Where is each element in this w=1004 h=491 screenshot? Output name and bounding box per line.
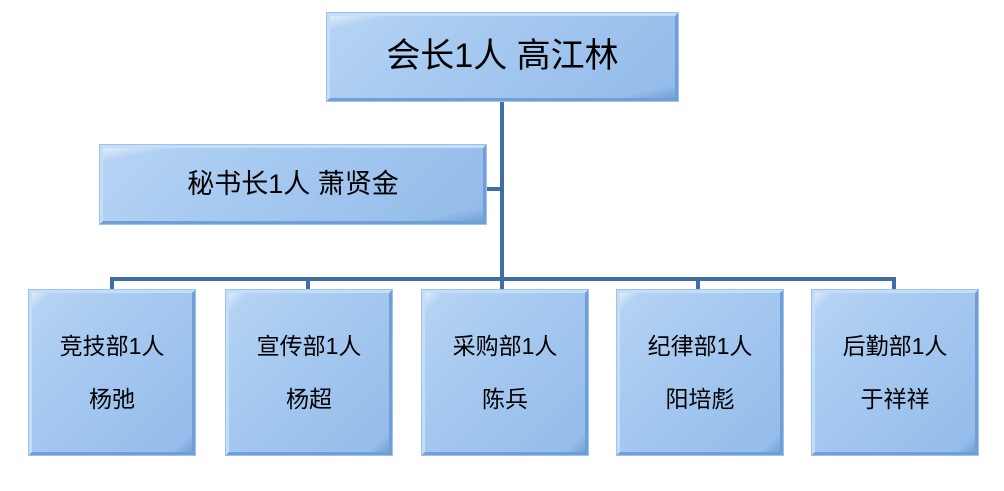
node-logistics-dept-name: 于祥祥 — [860, 385, 930, 412]
node-logistics-dept[interactable]: 后勤部1人 于祥祥 — [812, 290, 978, 455]
connector-drop-purchasing — [500, 277, 504, 293]
node-competition-dept-name: 杨弛 — [89, 385, 135, 412]
node-president[interactable]: 会长1人 高江林 — [327, 13, 678, 101]
node-logistics-dept-title: 后勤部1人 — [842, 333, 948, 360]
connector-drop-logistics — [892, 277, 896, 293]
node-publicity-dept[interactable]: 宣传部1人 杨超 — [226, 290, 392, 455]
node-purchasing-dept[interactable]: 采购部1人 陈兵 — [422, 290, 588, 455]
connector-secretary-stub — [486, 187, 504, 191]
node-discipline-dept-title: 纪律部1人 — [647, 333, 753, 360]
connector-president-trunk — [500, 101, 504, 281]
node-secretary-general-label: 秘书长1人 萧贤金 — [187, 168, 399, 199]
node-secretary-general[interactable]: 秘书长1人 萧贤金 — [100, 145, 486, 224]
node-publicity-dept-title: 宣传部1人 — [256, 333, 362, 360]
node-publicity-dept-name: 杨超 — [286, 385, 332, 412]
node-competition-dept[interactable]: 竞技部1人 杨弛 — [29, 290, 195, 455]
connector-drop-discipline — [696, 277, 700, 293]
node-competition-dept-title: 竞技部1人 — [59, 333, 165, 360]
connector-drop-competition — [110, 277, 114, 293]
node-purchasing-dept-title: 采购部1人 — [452, 333, 558, 360]
connector-drop-publicity — [306, 277, 310, 293]
node-discipline-dept-name: 阳培彪 — [665, 385, 735, 412]
node-discipline-dept[interactable]: 纪律部1人 阳培彪 — [617, 290, 783, 455]
node-president-label: 会长1人 高江林 — [386, 37, 619, 76]
node-purchasing-dept-name: 陈兵 — [482, 385, 528, 412]
